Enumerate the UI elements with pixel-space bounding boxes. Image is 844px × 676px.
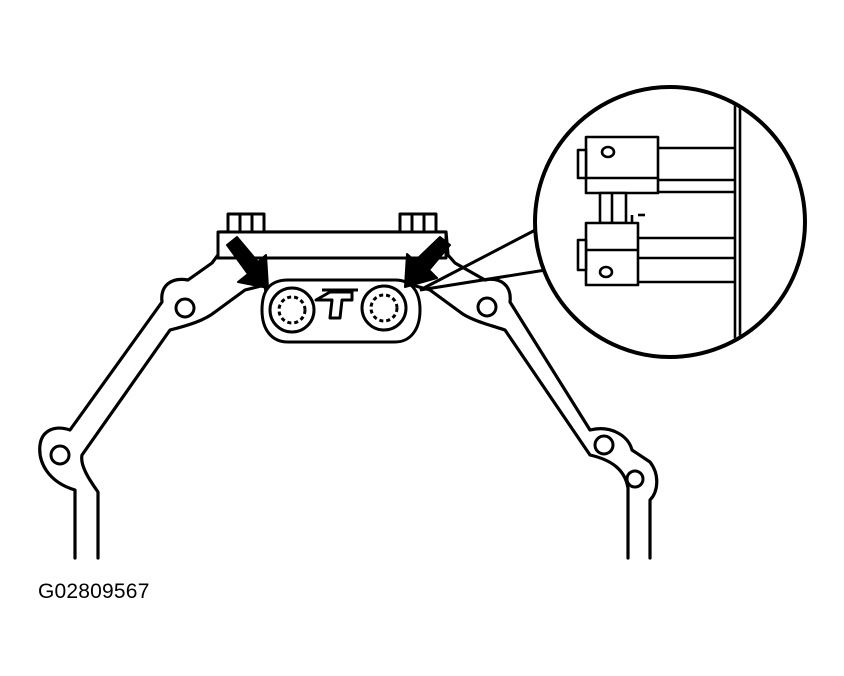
hex-bolt-right [398, 212, 438, 234]
detail-magnifier [533, 85, 807, 359]
pointer-arrows [226, 236, 451, 289]
detail-link-lower [584, 221, 640, 287]
bolt-hole-left-lower [49, 444, 71, 466]
bolt-hole-left-upper [174, 297, 196, 319]
bolt-hole-right-upper [476, 296, 498, 318]
gasket-bolt-holes [49, 296, 645, 489]
top-bracket [216, 212, 448, 260]
tensioner [314, 290, 354, 320]
arrow-right-icon [404, 236, 451, 288]
detail-link-upper [584, 135, 660, 195]
figure-code: G02809567 [38, 580, 150, 603]
bolt-hole-right-lower-1 [593, 434, 615, 456]
arrow-left-icon [226, 236, 269, 289]
sprocket-assembly [260, 278, 422, 344]
callout-leader [419, 223, 559, 292]
hex-bolt-left [226, 212, 266, 234]
bolt-hole-right-lower-2 [625, 469, 645, 489]
